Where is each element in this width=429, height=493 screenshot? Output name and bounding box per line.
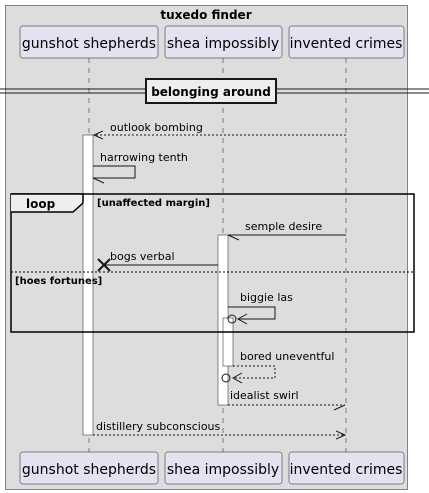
participant-label: gunshot shepherds <box>22 462 156 478</box>
message-bogs-verbal[interactable]: bogs verbal <box>97 250 218 272</box>
activation-gunshot-shepherds <box>82 134 94 436</box>
participant-label: invented crimes <box>290 462 403 478</box>
message-label: semple desire <box>245 220 322 233</box>
loop-guard: [unaffected margin] <box>97 198 210 209</box>
divider: belonging around <box>0 78 429 104</box>
message-label: bored uneventful <box>240 350 334 363</box>
activation-shea-impossibly-inner <box>222 317 234 367</box>
participant-invented-crimes-bottom[interactable]: invented crimes <box>288 451 405 485</box>
participant-shea-impossibly-bottom[interactable]: shea impossibly <box>164 451 283 485</box>
loop-fragment: loop [unaffected margin] [hoes fortunes] <box>10 193 415 333</box>
participant-gunshot-shepherds-top[interactable]: gunshot shepherds <box>19 25 159 59</box>
message-label: harrowing tenth <box>100 151 188 164</box>
participant-label: shea impossibly <box>167 462 279 478</box>
message-semple-desire[interactable]: semple desire <box>227 220 346 241</box>
message-outlook-bombing[interactable]: outlook bombing <box>94 121 346 135</box>
message-label: idealist swirl <box>230 389 299 402</box>
participant-label: gunshot shepherds <box>22 36 156 52</box>
message-bored-uneventful[interactable]: bored uneventful <box>221 350 334 384</box>
loop-keyword: loop <box>26 197 56 211</box>
message-label: biggie las <box>240 291 293 304</box>
participant-label: invented crimes <box>290 36 403 52</box>
box-title: tuxedo finder <box>160 8 251 22</box>
participant-invented-crimes-top[interactable]: invented crimes <box>288 25 405 59</box>
message-idealist-swirl[interactable]: idealist swirl <box>228 389 346 411</box>
participant-label: shea impossibly <box>167 36 279 52</box>
message-harrowing-tenth[interactable]: harrowing tenth <box>92 151 188 184</box>
message-distillery-subconscious[interactable]: distillery subconscious <box>93 420 345 435</box>
message-label: outlook bombing <box>110 121 203 134</box>
divider-label: belonging around <box>151 85 271 99</box>
participant-gunshot-shepherds-bottom[interactable]: gunshot shepherds <box>19 451 159 485</box>
message-biggie-las[interactable]: biggie las <box>227 291 293 325</box>
message-label: bogs verbal <box>110 250 175 263</box>
participant-shea-impossibly-top[interactable]: shea impossibly <box>164 25 283 59</box>
loop-else-guard: [hoes fortunes] <box>15 276 102 287</box>
message-label: distillery subconscious <box>96 420 221 433</box>
